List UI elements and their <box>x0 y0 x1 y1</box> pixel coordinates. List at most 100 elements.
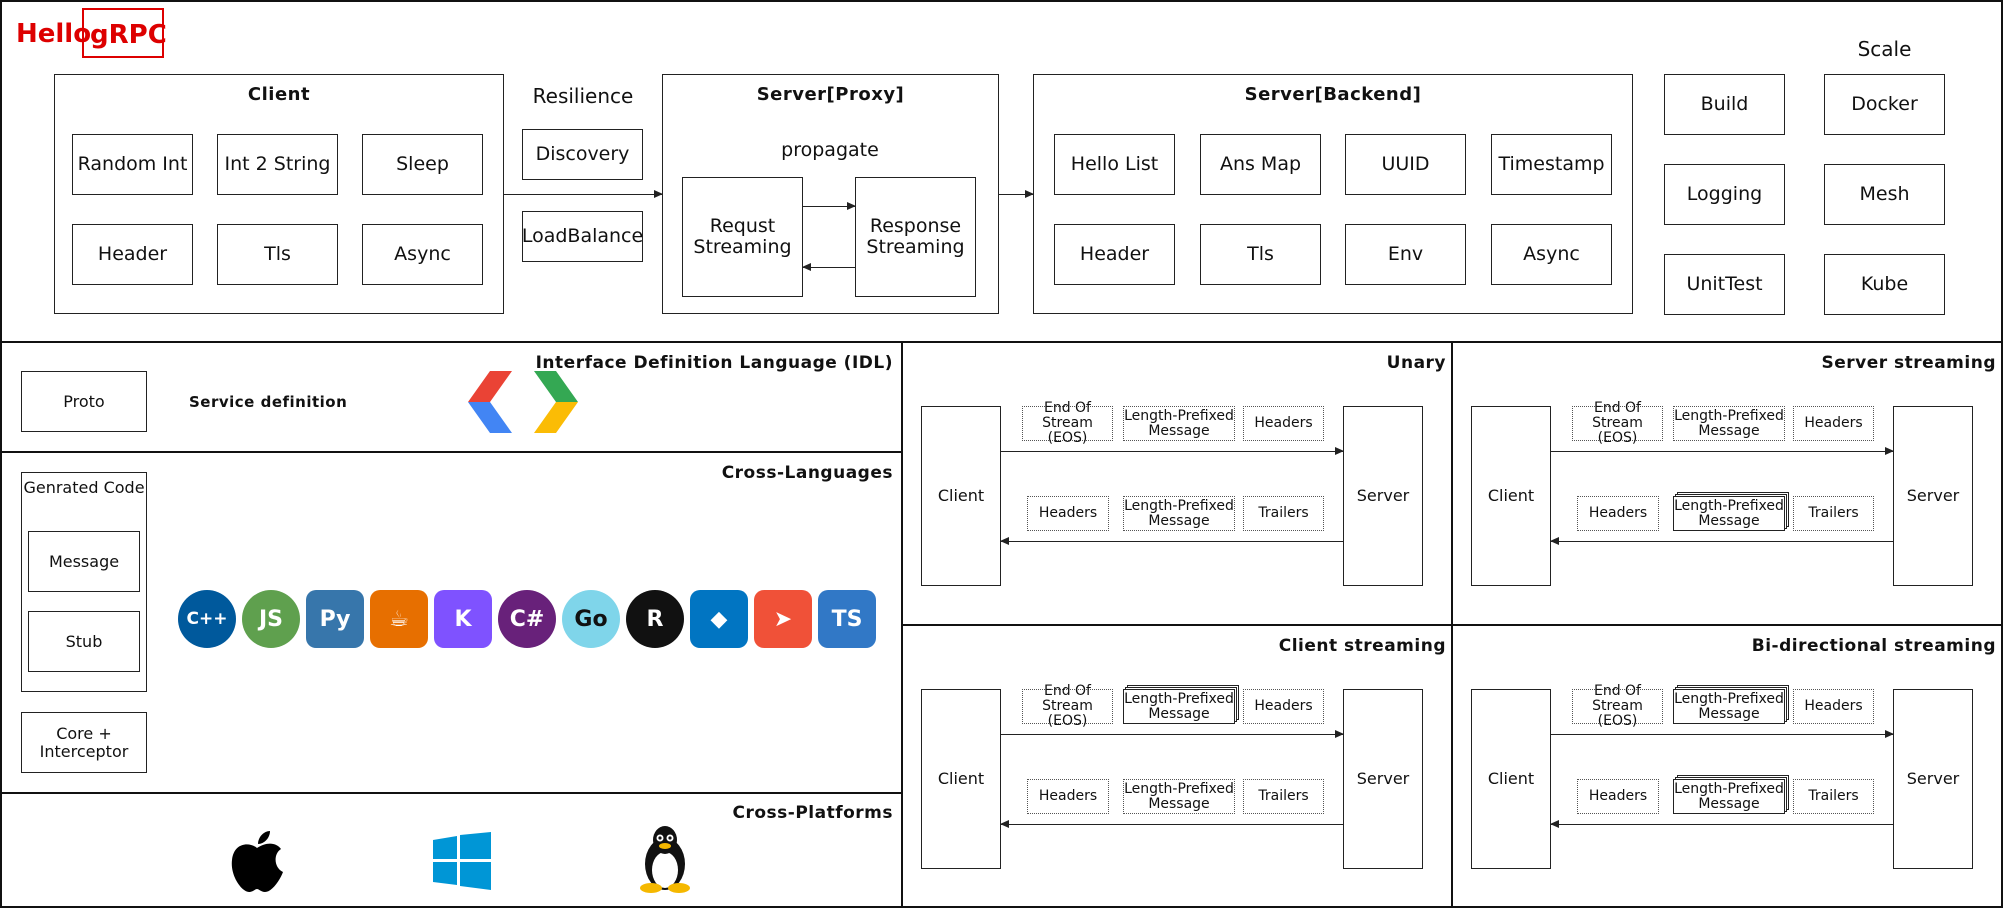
scale-title: Scale <box>1857 37 1912 61</box>
generated-code-label: Genrated Code <box>23 478 145 497</box>
server-streaming-response-arrow <box>1550 537 1893 545</box>
docker-box: Docker <box>1824 74 1945 135</box>
response-streaming-box: Response Streaming <box>855 177 976 297</box>
client-streaming-title: Client streaming <box>1278 636 1446 656</box>
unary-title: Unary <box>1386 353 1446 373</box>
unary-res-message: Length-Prefixed Message <box>1123 496 1235 531</box>
server-streaming-req-eos: End Of Stream (EOS) <box>1572 401 1663 445</box>
response-to-request-arrow <box>802 263 855 271</box>
client-group <box>54 74 504 314</box>
mesh-box: Mesh <box>1824 164 1945 225</box>
client-item-random-int: Random Int <box>72 134 193 195</box>
bidi-streaming-title: Bi-directional streaming <box>1751 636 1996 656</box>
typescript-icon: TS <box>818 590 876 648</box>
cross-languages-title: Cross-Languages <box>721 463 893 483</box>
unary-res-headers: Headers <box>1027 496 1109 531</box>
unary-req-headers: Headers <box>1243 406 1324 441</box>
server-streaming-req-headers: Headers <box>1793 406 1874 441</box>
client-streaming-response-arrow <box>1000 820 1343 828</box>
client-item-async: Async <box>362 224 483 285</box>
server-streaming-title: Server streaming <box>1821 353 1996 373</box>
client-streaming-server-box: Server <box>1343 689 1423 869</box>
client-streaming-req-headers: Headers <box>1243 689 1324 724</box>
rust-icon: R <box>626 590 684 648</box>
unary-request-arrow <box>1001 447 1344 455</box>
backend-group <box>1033 74 1633 314</box>
bidi-streaming-res-trailers: Trailers <box>1793 779 1874 814</box>
client-streaming-request-arrow <box>1001 730 1344 738</box>
backend-item-uuid: UUID <box>1345 134 1466 195</box>
client-streaming-client-box: Client <box>921 689 1001 869</box>
server-streaming-res-headers: Headers <box>1577 496 1659 531</box>
bidi-streaming-section <box>1451 624 2003 908</box>
core-interceptor-box: Core + Interceptor <box>21 712 147 773</box>
logo-grpc-box: gRPC <box>82 8 167 58</box>
proxy-group <box>662 74 999 314</box>
backend-item-env: Env <box>1345 224 1466 285</box>
logging-box: Logging <box>1664 164 1785 225</box>
generated-code-group <box>21 472 147 692</box>
backend-title: Server[Backend] <box>1244 84 1422 105</box>
logo-grpc-text: gRPC <box>90 20 167 50</box>
client-streaming-res-message: Length-Prefixed Message <box>1123 779 1235 814</box>
propagate-label: propagate <box>781 139 879 161</box>
protobuf-icon <box>468 371 578 433</box>
unary-req-message: Length-Prefixed Message <box>1123 406 1235 441</box>
unary-response-arrow <box>1000 537 1343 545</box>
proto-box: Proto <box>21 371 147 432</box>
kotlin-icon: K <box>434 590 492 648</box>
client-title: Client <box>247 84 311 105</box>
unittest-box: UnitTest <box>1664 254 1785 315</box>
client-streaming-req-eos: End Of Stream (EOS) <box>1022 684 1113 728</box>
resilience-title: Resilience <box>532 84 634 108</box>
dart-icon: ◆ <box>690 590 748 648</box>
nodejs-icon: JS <box>242 590 300 648</box>
server-streaming-req-message: Length-Prefixed Message <box>1673 406 1785 441</box>
client-streaming-res-trailers: Trailers <box>1243 779 1324 814</box>
proxy-title: Server[Proxy] <box>756 84 905 105</box>
backend-item-header: Header <box>1054 224 1175 285</box>
bidi-streaming-res-headers: Headers <box>1577 779 1659 814</box>
bidi-streaming-server-box: Server <box>1893 689 1973 869</box>
backend-item-tls: Tls <box>1200 224 1321 285</box>
kube-box: Kube <box>1824 254 1945 315</box>
message-box: Message <box>28 531 140 592</box>
bidi-streaming-req-eos: End Of Stream (EOS) <box>1572 684 1663 728</box>
bidi-streaming-res-message: Length-Prefixed Message <box>1673 779 1785 814</box>
client-item-tls: Tls <box>217 224 338 285</box>
client-item-int2string: Int 2 String <box>217 134 338 195</box>
server-streaming-res-message: Length-Prefixed Message <box>1673 496 1785 531</box>
windows-icon <box>433 832 491 890</box>
build-box: Build <box>1664 74 1785 135</box>
unary-server-box: Server <box>1343 406 1423 586</box>
unary-res-trailers: Trailers <box>1243 496 1324 531</box>
linux-tux-icon <box>636 824 694 894</box>
backend-item-ans-map: Ans Map <box>1200 134 1321 195</box>
request-streaming-box: Requst Streaming <box>682 177 803 297</box>
python-icon: Py <box>306 590 364 648</box>
loadbalance-box: LoadBalance <box>522 211 643 262</box>
backend-item-hello-list: Hello List <box>1054 134 1175 195</box>
idl-title: Interface Definition Language (IDL) <box>535 353 893 373</box>
unary-req-eos: End Of Stream (EOS) <box>1022 401 1113 445</box>
apple-icon <box>228 830 286 894</box>
server-streaming-server-box: Server <box>1893 406 1973 586</box>
bidi-streaming-request-arrow <box>1551 730 1894 738</box>
go-gopher-icon: Go <box>562 590 620 648</box>
logo-hello-text: Hello <box>16 19 92 49</box>
client-to-proxy-arrow <box>504 190 663 198</box>
swift-icon: ➤ <box>754 590 812 648</box>
cpp-icon: C++ <box>178 590 236 648</box>
stub-box: Stub <box>28 611 140 672</box>
server-streaming-res-trailers: Trailers <box>1793 496 1874 531</box>
backend-item-async: Async <box>1491 224 1612 285</box>
unary-client-box: Client <box>921 406 1001 586</box>
service-definition-label: Service definition <box>189 393 348 411</box>
bidi-streaming-req-message: Length-Prefixed Message <box>1673 689 1785 724</box>
bidi-streaming-client-box: Client <box>1471 689 1551 869</box>
client-streaming-res-headers: Headers <box>1027 779 1109 814</box>
server-streaming-client-box: Client <box>1471 406 1551 586</box>
discovery-box: Discovery <box>522 129 643 180</box>
